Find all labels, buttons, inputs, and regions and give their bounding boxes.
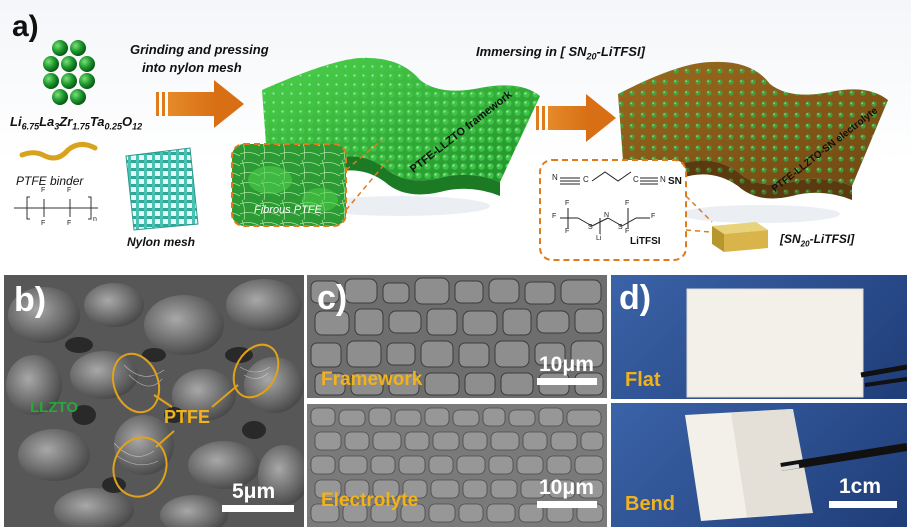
panel-b-sem-image: b) LLZTO PTFE 5μm	[4, 275, 304, 527]
sn-c-left: C	[583, 175, 589, 184]
panel-c-top-scale-text: 10μm	[539, 353, 594, 376]
panel-d-bend-photo: Bend 1cm	[611, 403, 907, 527]
ptfe-f-top-2: F	[67, 187, 72, 194]
panel-b-scale-bar	[222, 505, 294, 512]
panel-b-texture	[4, 275, 304, 527]
ptfe-binder-icon	[19, 142, 98, 161]
litfsi-f-1: F	[552, 213, 557, 220]
panel-b-scale-text: 5μm	[232, 480, 276, 503]
panel-c-top-texture	[307, 275, 607, 398]
step1-line2: into nylon mesh	[142, 60, 242, 75]
arrow-2-icon	[536, 94, 616, 142]
flat-label: Flat	[625, 369, 661, 391]
litfsi-f-5: F	[625, 228, 630, 235]
ptfe-llzto-sn-electrolyte-slab	[618, 61, 888, 200]
llzto-label: LLZTO	[30, 399, 79, 416]
litfsi-f-6: F	[651, 213, 656, 220]
ptfe-f-bot-2: F	[67, 220, 72, 227]
panel-c-bottom-scale-bar	[537, 501, 597, 508]
ptfe-n-subscript: n	[93, 216, 97, 223]
ptfe-f-top-1: F	[41, 187, 46, 194]
panel-d-letter: d)	[619, 279, 652, 317]
sn-n-left: N	[552, 173, 558, 182]
nylon-mesh-icon	[125, 147, 199, 231]
panel-c-bottom-sem: Electrolyte 10μm	[307, 404, 607, 527]
llzto-spheres-icon	[43, 40, 95, 105]
electrolyte-text: Electrolyte	[321, 490, 419, 511]
panel-d-flat-photo: d) Flat	[611, 275, 907, 399]
sn-molecule-icon	[560, 171, 658, 185]
sn-litfsi-inset	[539, 159, 687, 261]
ptfe-label: PTFE	[164, 407, 211, 427]
panel-c-top-scale-bar	[537, 378, 597, 385]
sn-label: SN	[668, 176, 682, 187]
sn-litfsi-cube	[712, 222, 768, 252]
panel-d-scale-bar	[829, 501, 897, 508]
sn20-litfsi-label: [SN20-LiTFSI]	[780, 232, 855, 249]
ptfe-f-bot-1: F	[41, 220, 46, 227]
litfsi-li: Li	[596, 235, 602, 242]
panel-d-flat-drawing	[686, 288, 907, 398]
fibrous-ptfe-label: Fibrous PTFE	[254, 204, 322, 216]
panel-c-top-sem: c) Framework 10μm	[307, 275, 607, 398]
panel-d-bend-drawing	[685, 409, 907, 521]
panel-c-letter: c)	[317, 279, 348, 317]
litfsi-f-4: F	[625, 200, 630, 207]
panel-a-illustration	[14, 40, 888, 261]
ptfe-binder-label: PTFE binder	[16, 174, 84, 188]
litfsi-molecule-icon	[560, 208, 650, 234]
ptfe-structure-icon	[14, 196, 98, 220]
litfsi-s-2: S	[618, 224, 623, 231]
panel-c: c) Framework 10μm	[307, 275, 607, 527]
litfsi-label: LiTFSI	[630, 236, 661, 247]
panel-d-scale-text: 1cm	[839, 475, 882, 498]
bend-label: Bend	[625, 493, 675, 515]
panel-c-bottom-texture	[307, 404, 607, 527]
panel-b-letter: b)	[14, 281, 47, 319]
step1-line1: Grinding and pressing	[130, 42, 269, 57]
sn-n-right: N	[660, 175, 666, 184]
panel-a: a) Li6.75La3Zr1.75Ta0.25O12 PTFE binder …	[0, 0, 911, 272]
litfsi-f-3: F	[565, 228, 570, 235]
framework-text: Framework	[321, 369, 423, 390]
step2-label: Immersing in [ SN20-LiTFSI]	[476, 44, 645, 62]
formula-label: Li6.75La3Zr1.75Ta0.25O12	[10, 114, 143, 132]
arrow-1-icon	[156, 80, 244, 128]
litfsi-n: N	[604, 212, 610, 219]
litfsi-s-1: S	[588, 224, 593, 231]
litfsi-f-2: F	[565, 200, 570, 207]
panel-c-bottom-scale-text: 10μm	[539, 476, 594, 499]
panel-a-letter: a)	[12, 10, 39, 43]
nylon-mesh-label: Nylon mesh	[127, 235, 196, 249]
panel-d: d) Flat Bend 1cm	[611, 275, 907, 527]
sn-c-right: C	[633, 175, 639, 184]
